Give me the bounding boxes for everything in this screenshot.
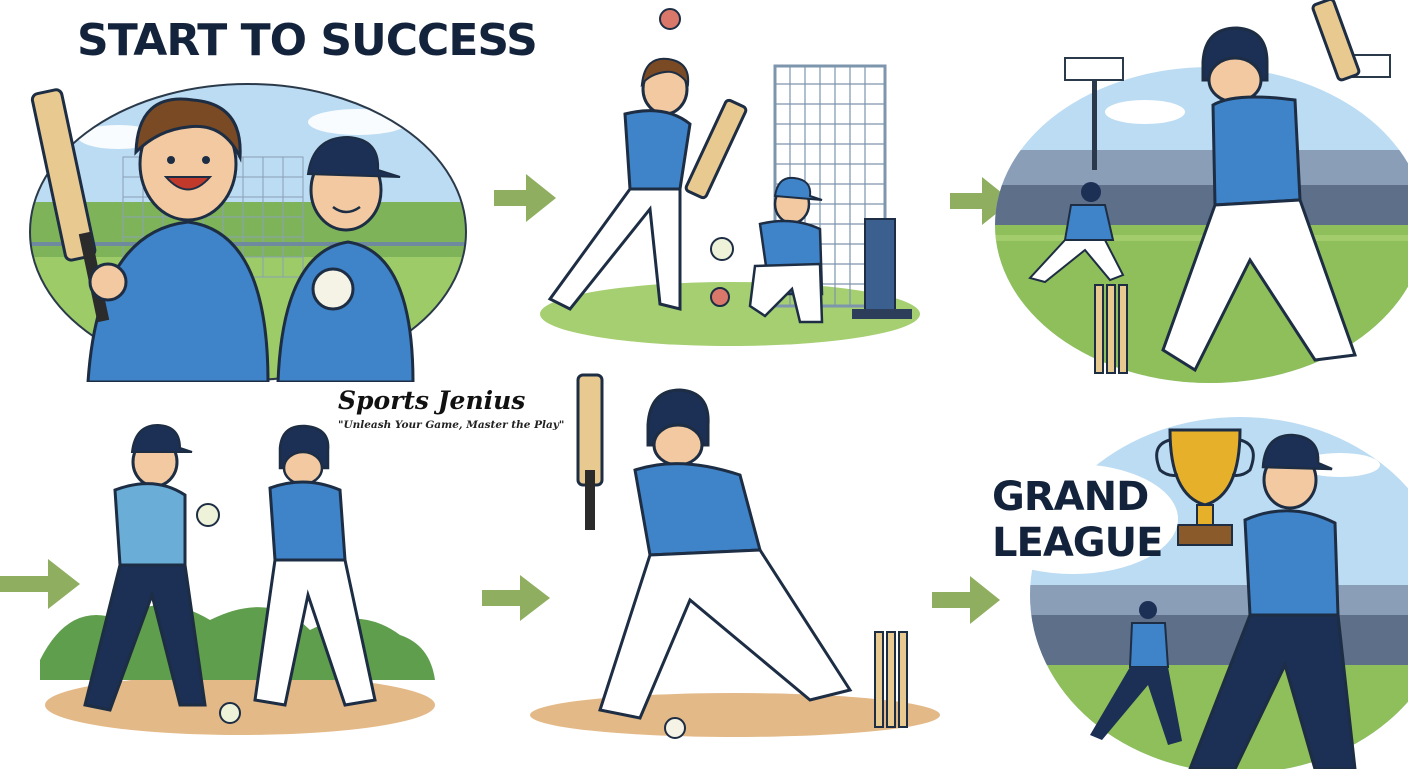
brand-tagline: "Unleash Your Game, Master the Play"	[338, 419, 565, 431]
cap-icon	[1139, 601, 1157, 619]
arrow-right-icon	[0, 559, 80, 609]
brand-name: Sports Jenius	[338, 386, 526, 415]
finale-line2: LEAGUE	[992, 520, 1163, 566]
cap-icon	[1261, 433, 1333, 471]
arrow-right-icon	[482, 575, 550, 621]
panel-coaching	[40, 423, 435, 735]
cricket-ball-icon	[664, 717, 686, 739]
brand-block: Sports Jenius "Unleash Your Game, Master…	[338, 386, 568, 432]
panel-stadium	[995, 0, 1408, 383]
cap-icon	[306, 135, 401, 178]
helmet-icon	[1081, 182, 1101, 202]
stumps-icon	[1094, 284, 1128, 374]
panel-shot	[530, 373, 940, 739]
cap-icon	[130, 423, 193, 453]
stumps-icon	[874, 631, 908, 728]
cricket-ball-icon	[219, 702, 241, 724]
cricket-ball-icon	[710, 237, 734, 261]
panel-trophy	[1030, 417, 1408, 769]
cricket-ball-icon	[196, 503, 220, 527]
cricket-ball-icon	[311, 267, 355, 311]
cricket-ball-icon	[710, 287, 730, 307]
panel-practice	[540, 8, 920, 346]
finale-label	[968, 464, 1178, 574]
panel-start	[29, 83, 467, 382]
cricket-ball-icon	[659, 8, 681, 30]
finale-line1: GRAND	[992, 474, 1149, 520]
arrow-right-icon	[494, 174, 556, 222]
headline: START TO SUCCESS	[77, 15, 538, 66]
trophy-icon	[1155, 428, 1255, 546]
arrow-right-icon	[932, 576, 1000, 624]
